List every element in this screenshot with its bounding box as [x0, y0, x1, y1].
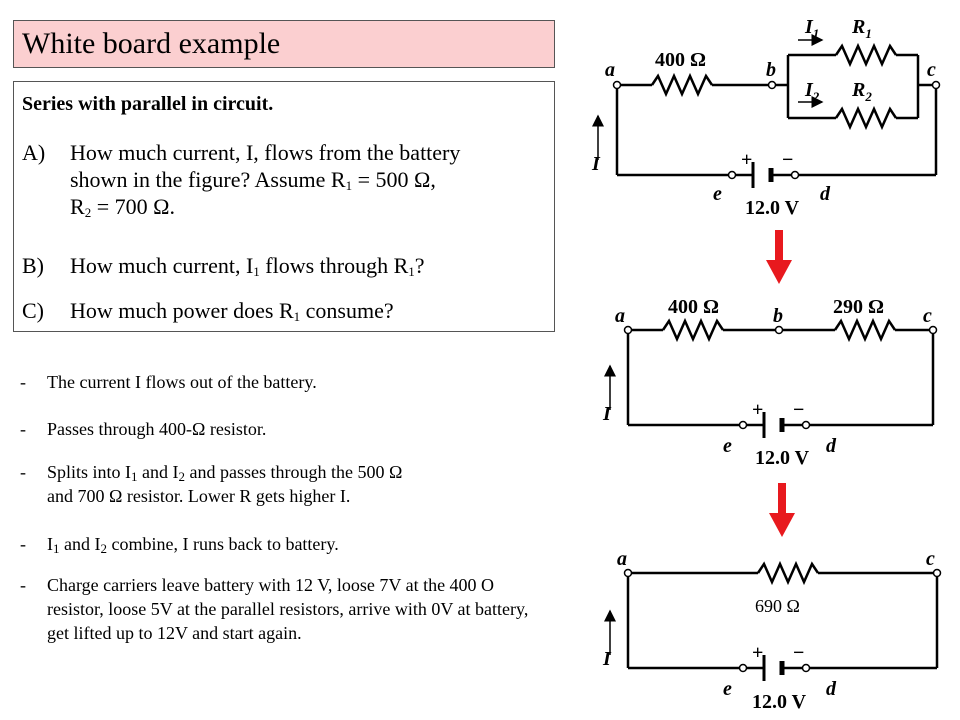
node-a-dot	[623, 325, 633, 335]
resistor-label: 290 Ω	[833, 296, 884, 318]
node-e-dot	[727, 170, 737, 180]
red-arrow-2	[769, 483, 795, 537]
question-text: How much current, I, flows from the batt…	[70, 139, 552, 220]
node-b-dot	[767, 80, 777, 90]
question-text: How much current, I1 flows through R1?	[70, 253, 425, 279]
node-d-label: d	[826, 678, 837, 700]
node-b-dot	[774, 325, 784, 335]
node-a-label: a	[617, 548, 627, 570]
list-item-text: The current I flows out of the battery.	[47, 372, 317, 392]
node-a-dot	[623, 568, 633, 578]
resistor-label: 400 Ω	[668, 296, 719, 318]
resistor-400	[650, 72, 714, 98]
question-letter: B)	[22, 253, 44, 278]
resistor-label: 400 Ω	[655, 49, 706, 71]
problem-box: Series with parallel in circuit. A) How …	[13, 81, 555, 332]
current-label: I	[602, 403, 612, 425]
node-d-dot	[801, 663, 811, 673]
node-c-label: c	[927, 59, 936, 81]
i1-label: I1	[804, 16, 819, 41]
question-a-line2: shown in the figure? Assume R1 = 500 Ω,	[70, 167, 436, 193]
node-d-label: d	[826, 435, 837, 457]
node-a-label: a	[615, 305, 625, 327]
node-c-label: c	[923, 305, 932, 327]
node-b-label: b	[773, 305, 783, 327]
node-c-dot	[931, 80, 941, 90]
question-a-line1: How much current, I, flows from the batt…	[70, 140, 461, 165]
plus-sign: +	[752, 399, 763, 421]
slide-title: White board example	[22, 27, 281, 60]
minus-sign: −	[793, 399, 804, 421]
resistor-290	[833, 317, 897, 343]
question-letter: C)	[22, 298, 44, 323]
node-d-dot	[801, 420, 811, 430]
node-a-dot	[612, 80, 622, 90]
node-c-dot	[932, 568, 942, 578]
r1-label: R1	[851, 16, 872, 41]
battery-label: 12.0 V	[745, 197, 800, 219]
resistor-r2	[834, 105, 898, 131]
battery-label: 12.0 V	[752, 691, 807, 713]
list-item-text: Splits into I1 and I2 and passes through…	[47, 462, 403, 506]
current-label: I	[602, 648, 612, 670]
node-e-dot	[738, 663, 748, 673]
title-box: White board example	[13, 20, 555, 68]
node-a-label: a	[605, 59, 615, 81]
node-d-label: d	[820, 183, 831, 205]
resistor-r1	[834, 42, 898, 68]
resistor-690	[756, 560, 820, 586]
plus-sign: +	[752, 642, 763, 664]
node-d-dot	[790, 170, 800, 180]
node-b-label: b	[766, 59, 776, 81]
question-text: How much power does R1 consume?	[70, 298, 394, 324]
minus-sign: −	[782, 149, 793, 171]
node-e-dot	[738, 420, 748, 430]
question-a-line3: R2 = 700 Ω.	[70, 194, 175, 220]
red-arrow-1	[766, 230, 792, 284]
list-item-text: Charge carriers leave battery with 12 V,…	[47, 575, 529, 643]
node-e-label: e	[723, 435, 732, 457]
resistor-label: 690 Ω	[755, 596, 800, 616]
problem-heading: Series with parallel in circuit.	[22, 93, 274, 115]
circuit-3	[604, 560, 939, 681]
r2-label: R2	[851, 79, 872, 104]
node-e-label: e	[713, 183, 722, 205]
i2-label: I2	[804, 79, 820, 104]
list-item-text: Passes through 400-Ω resistor.	[47, 419, 267, 439]
plus-sign: +	[741, 149, 752, 171]
circuit-2	[604, 317, 935, 438]
resistor-400	[661, 317, 725, 343]
current-label: I	[591, 153, 601, 175]
battery-label: 12.0 V	[755, 447, 810, 469]
list-item-text: I1 and I2 combine, I runs back to batter…	[47, 534, 339, 556]
question-letter: A)	[22, 140, 46, 165]
node-e-label: e	[723, 678, 732, 700]
node-c-label: c	[926, 548, 935, 570]
node-c-dot	[928, 325, 938, 335]
minus-sign: −	[793, 642, 804, 664]
